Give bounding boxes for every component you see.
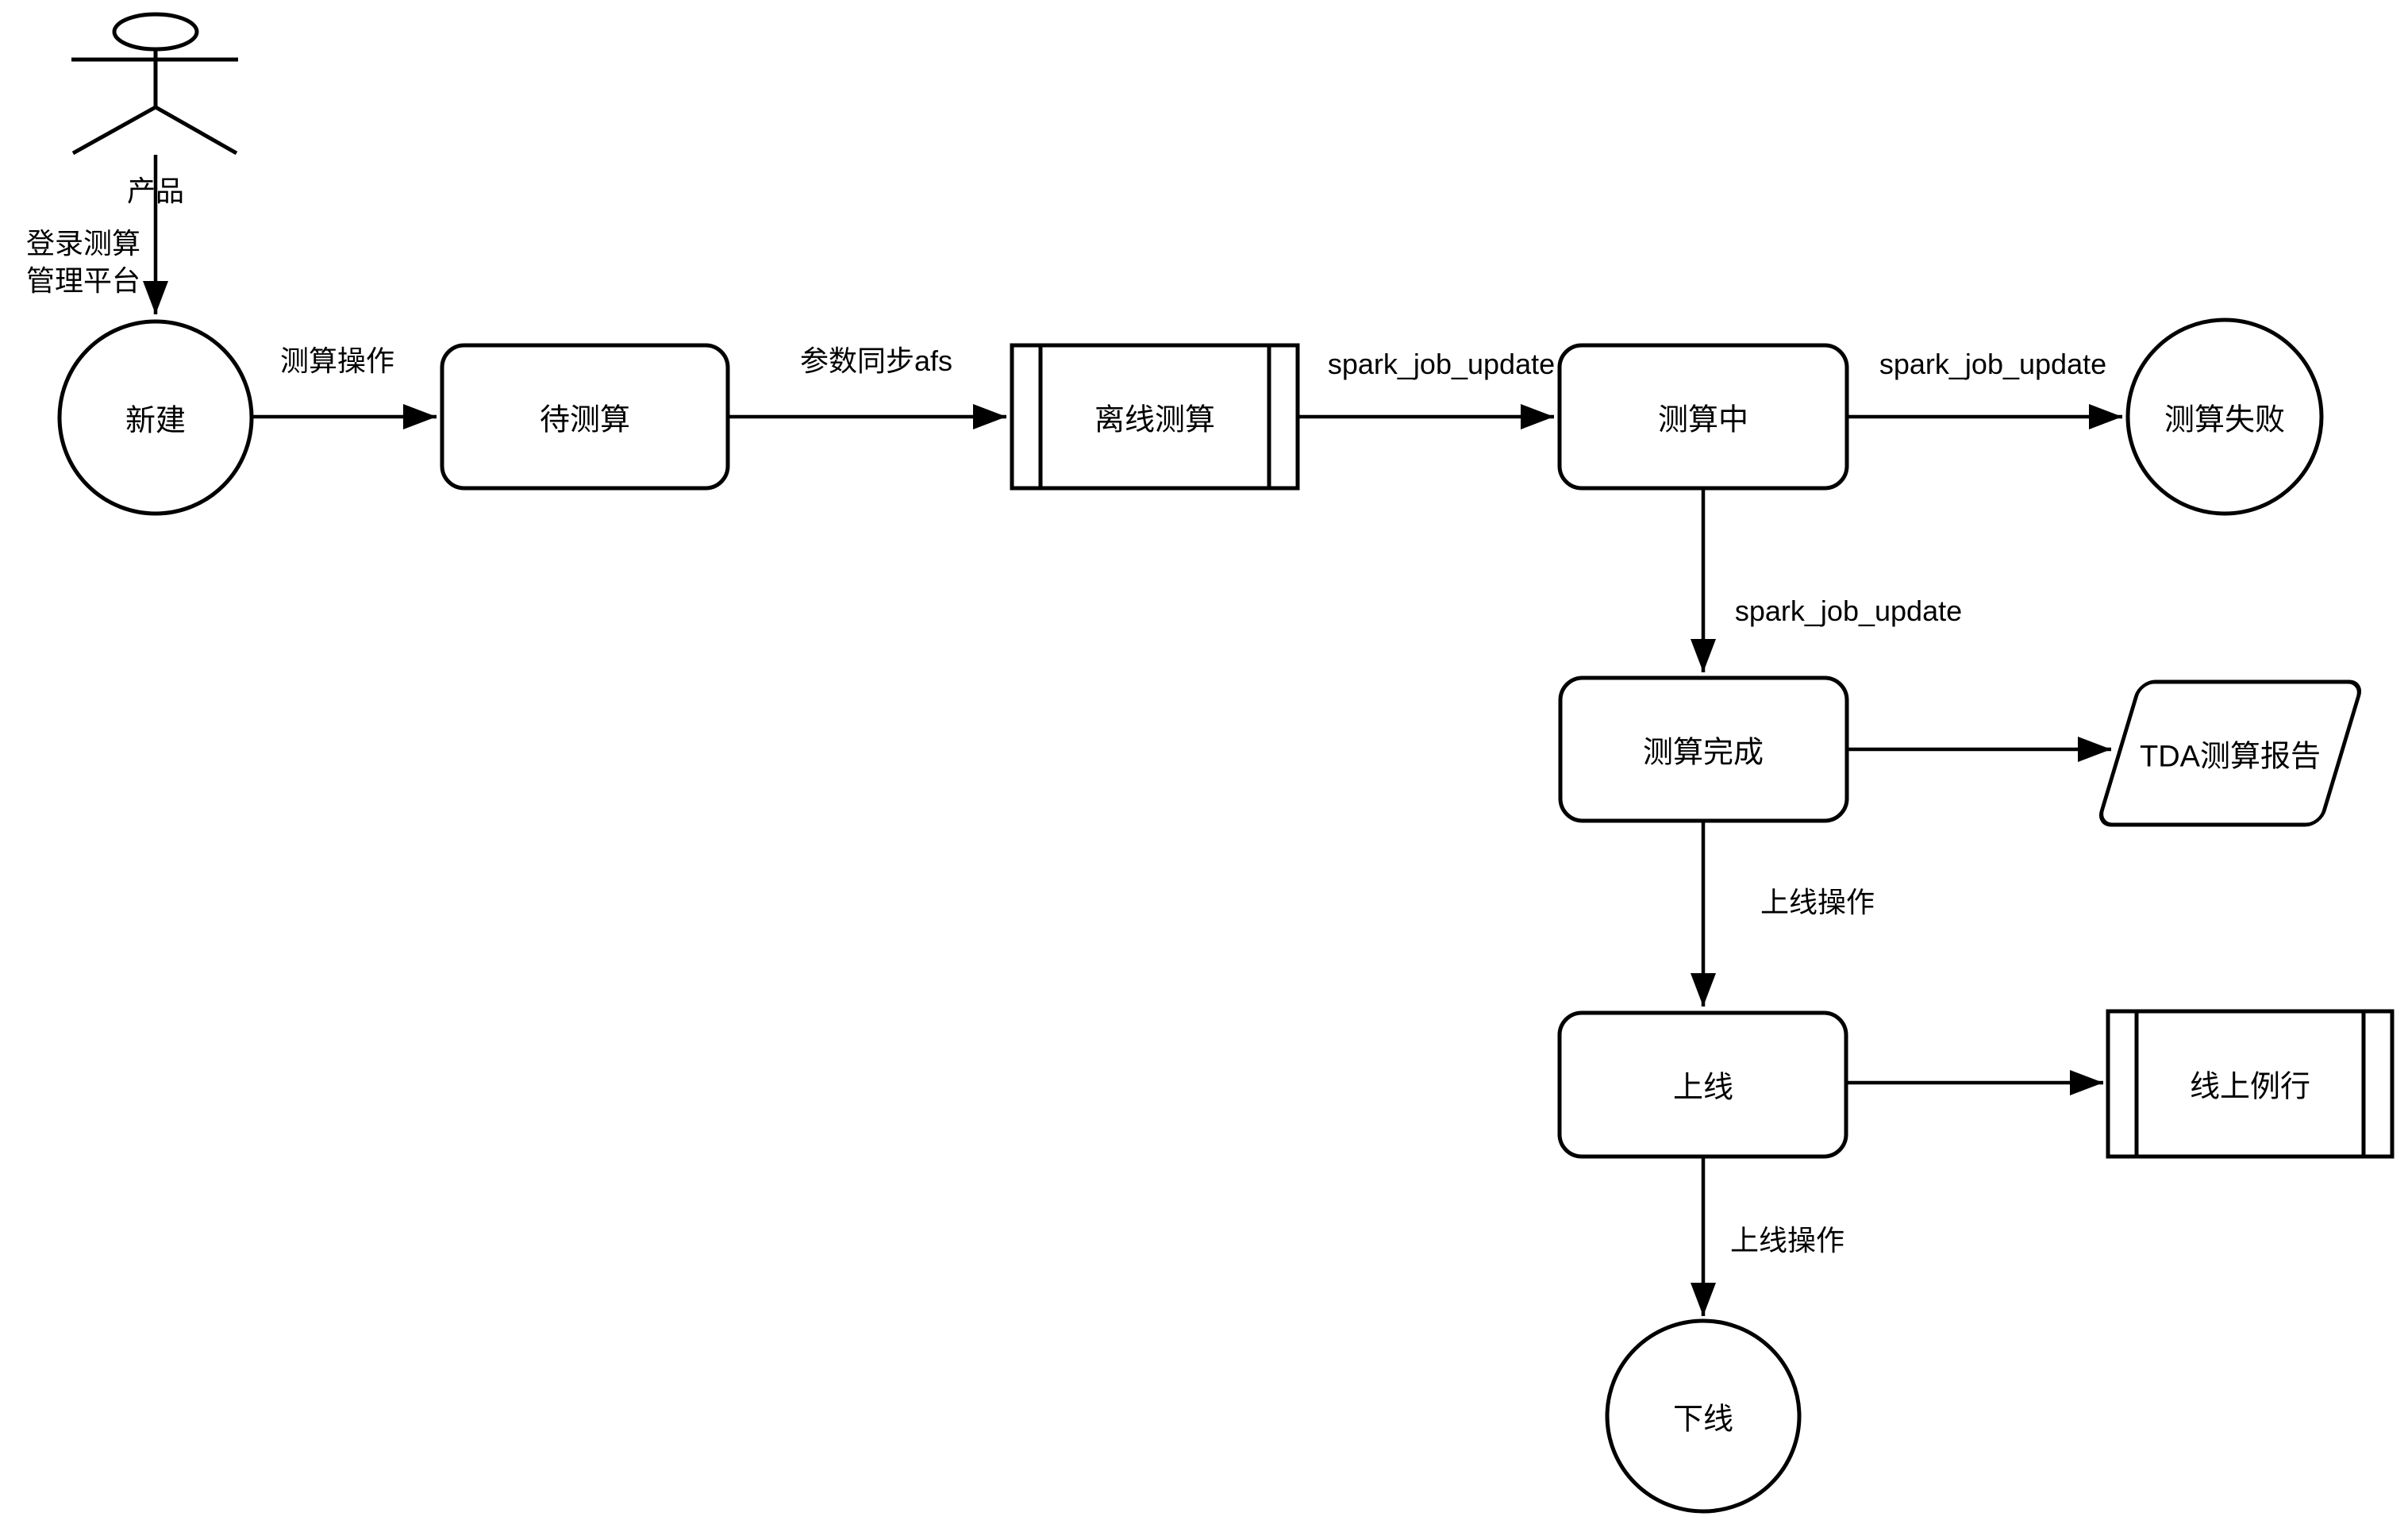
node-label-online-routine: 线上例行 xyxy=(2189,1070,2311,1104)
edge-label-login-line1: 登录测算 xyxy=(25,227,141,260)
state-box-calc-complete xyxy=(1558,675,1849,823)
process-box-online-routine xyxy=(2106,1009,2395,1159)
edge-label-spark-job-update-2: spark_job_update xyxy=(1879,348,2107,380)
state-box-calculating xyxy=(1557,343,1849,491)
edge-label-spark-job-update-1: spark_job_update xyxy=(1327,348,1556,380)
node-label-pending-calc: 待测算 xyxy=(539,403,631,437)
edge-label-param-sync-afs: 参数同步afs xyxy=(799,344,953,377)
state-box-pending-calc xyxy=(440,343,730,491)
node-label-calculating: 测算中 xyxy=(1657,403,1749,437)
edge-label-spark-job-update-3: spark_job_update xyxy=(1734,595,1963,627)
node-label-online: 上线 xyxy=(1672,1071,1734,1105)
node-label-calc-complete: 测算完成 xyxy=(1642,736,1764,770)
edge-label-online-operation-1: 上线操作 xyxy=(1760,886,1875,918)
actor-person-icon xyxy=(71,12,238,156)
state-circle-offline xyxy=(1605,1318,1802,1514)
state-circle-calc-failed xyxy=(2125,318,2324,516)
state-circle-new xyxy=(57,319,254,516)
edge-label-calc-operation: 测算操作 xyxy=(279,344,395,377)
state-box-online xyxy=(1557,1010,1848,1159)
node-label-offline: 下线 xyxy=(1672,1403,1734,1437)
node-label-tda-report: TDA测算报告 xyxy=(2139,740,2321,774)
edge-label-login-line2: 管理平台 xyxy=(25,264,141,297)
connector-lines xyxy=(143,155,2122,1316)
edge-label-login-platform: 登录测算 管理平台 xyxy=(26,225,140,299)
node-label-calc-failed: 测算失败 xyxy=(2164,403,2286,437)
process-box-offline-calc xyxy=(1010,343,1300,491)
node-label-new: 新建 xyxy=(125,404,187,438)
parallelogram-tda-report xyxy=(2098,679,2362,827)
edge-label-online-operation-2: 上线操作 xyxy=(1729,1224,1845,1257)
actor-label: 产品 xyxy=(126,175,185,207)
node-label-offline-calc: 离线测算 xyxy=(1094,403,1216,437)
